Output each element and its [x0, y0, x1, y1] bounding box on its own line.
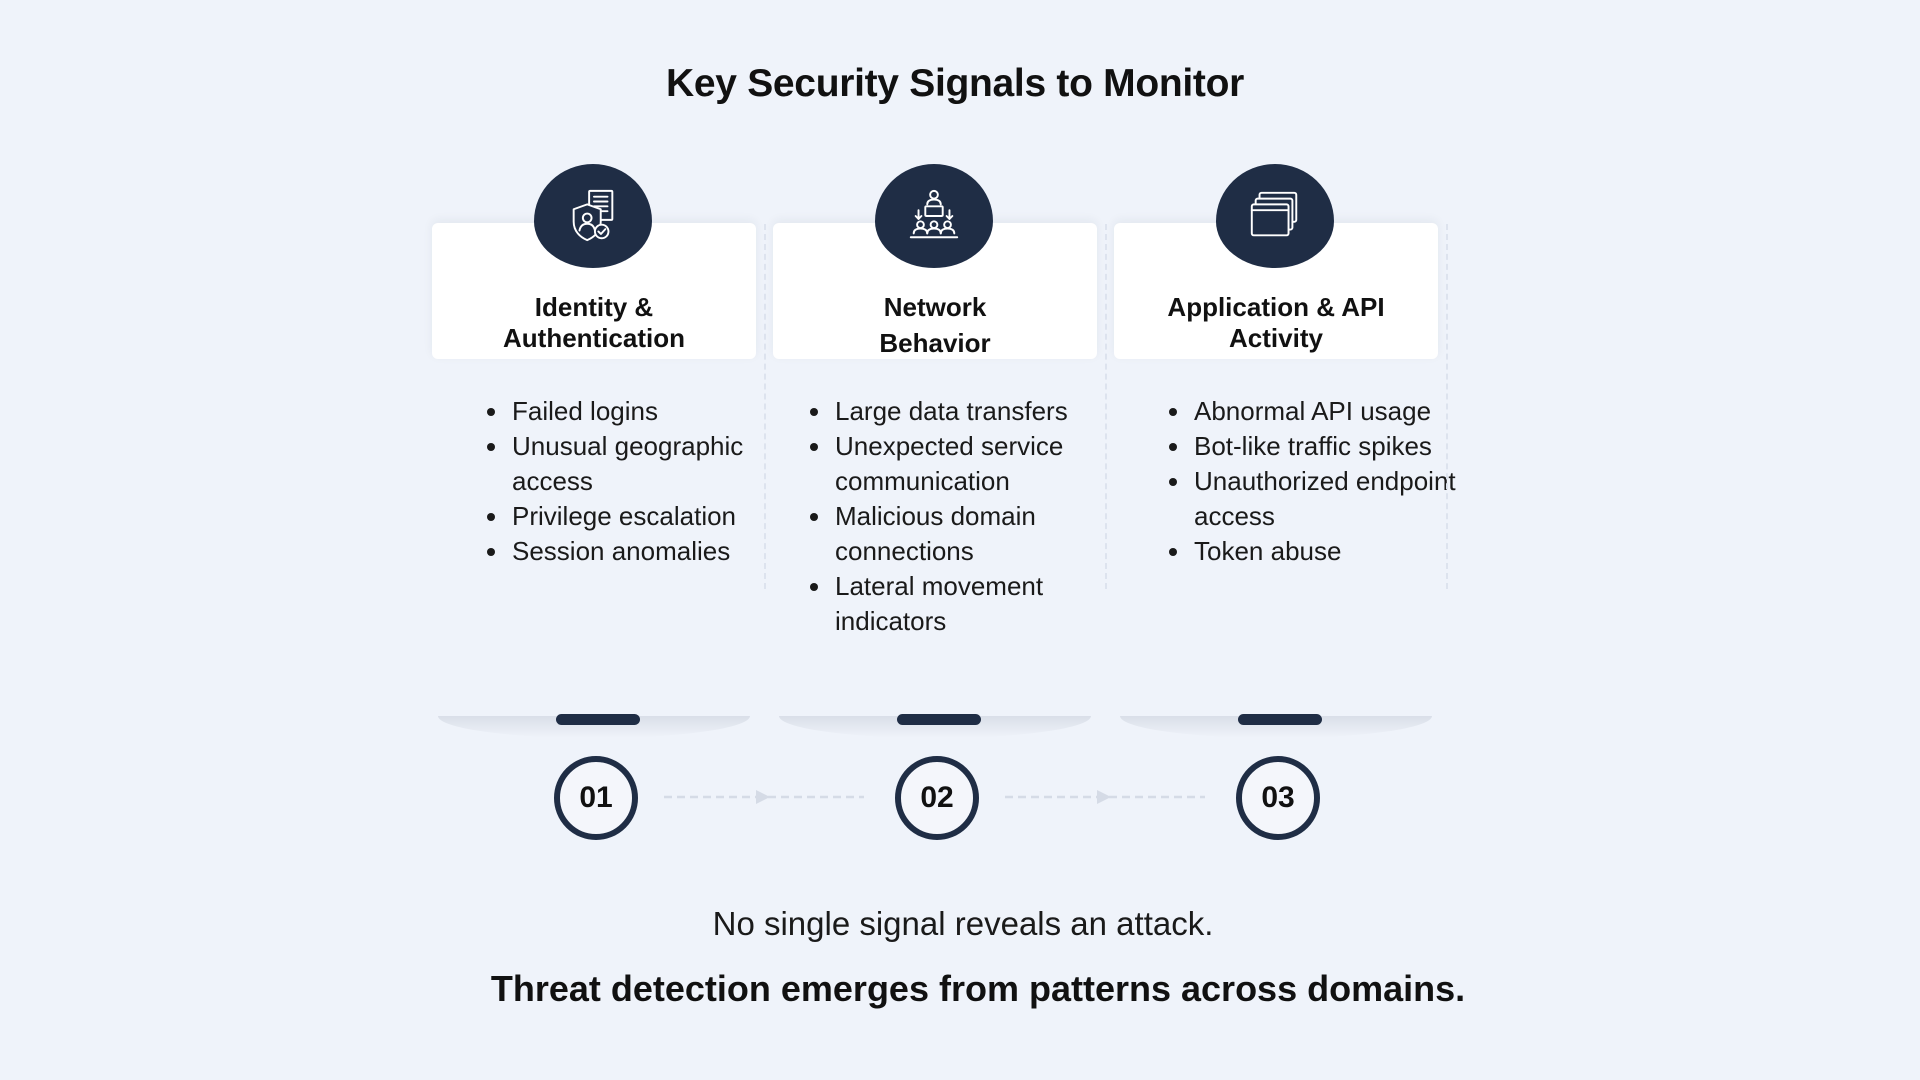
- list-item: Lateral movement indicators: [833, 569, 1123, 639]
- list-item: Token abuse: [1192, 534, 1462, 569]
- list-item: Malicious domain connections: [833, 499, 1123, 569]
- signal-list: Failed logins Unusual geographic access …: [484, 394, 780, 569]
- list-item: Session anomalies: [510, 534, 780, 569]
- signal-list: Large data transfers Unexpected service …: [807, 394, 1123, 639]
- card-shadow: [1120, 716, 1432, 738]
- api-windows-icon: [1216, 164, 1334, 268]
- step-badge: 03: [1236, 756, 1320, 840]
- list-item: Unauthorized endpoint access: [1192, 464, 1462, 534]
- step-arrow: [664, 790, 864, 804]
- card-shadow: [779, 716, 1091, 738]
- column-divider: [1446, 224, 1448, 589]
- step-badge: 01: [554, 756, 638, 840]
- accent-bar: [897, 714, 981, 725]
- list-item: Failed logins: [510, 394, 780, 429]
- step-arrow: [1005, 790, 1205, 804]
- network-users-icon: [875, 164, 993, 268]
- list-item: Unexpected service communication: [833, 429, 1123, 499]
- accent-bar: [556, 714, 640, 725]
- list-item: Abnormal API usage: [1192, 394, 1462, 429]
- signal-column-network: Network Behavior Large data transfers Un…: [773, 164, 1097, 840]
- card-shadow: [438, 716, 750, 738]
- column-divider: [764, 224, 766, 589]
- card-title: Application & API Activity: [1167, 292, 1385, 353]
- list-item: Privilege escalation: [510, 499, 780, 534]
- list-item: Unusual geographic access: [510, 429, 780, 499]
- signal-column-application: Application & API Activity Abnormal API …: [1114, 164, 1456, 840]
- accent-bar: [1238, 714, 1322, 725]
- card-title: Identity & Authentication: [503, 292, 685, 353]
- card-title: Network Behavior: [879, 292, 991, 358]
- page-title: Key Security Signals to Monitor: [666, 62, 1244, 105]
- signal-column-identity: Identity & Authentication Failed logins …: [432, 164, 756, 840]
- summary-note: No single signal reveals an attack.: [712, 905, 1214, 942]
- column-divider: [1105, 224, 1107, 589]
- list-item: Bot-like traffic spikes: [1192, 429, 1462, 464]
- identity-shield-user-icon: [534, 164, 652, 268]
- signal-list: Abnormal API usage Bot-like traffic spik…: [1166, 394, 1462, 569]
- summary-emphasis: Threat detection emerges from patterns a…: [490, 968, 1466, 1009]
- step-badge: 02: [895, 756, 979, 840]
- list-item: Large data transfers: [833, 394, 1123, 429]
